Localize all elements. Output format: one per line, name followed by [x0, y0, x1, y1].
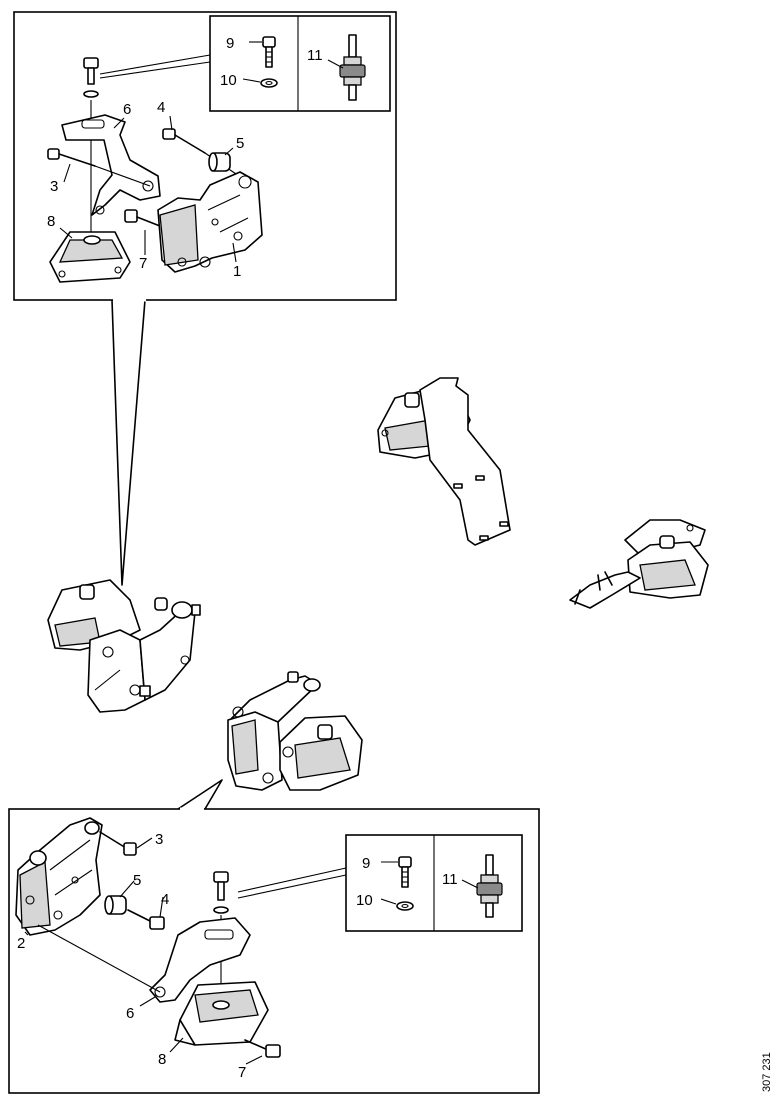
top-callout: 9 10 11	[13, 11, 397, 586]
label-8: 8	[158, 1051, 166, 1068]
washer-10-icon	[260, 78, 278, 88]
label-2: 2	[17, 935, 25, 952]
bolt-9-icon	[262, 36, 276, 68]
label-4: 4	[157, 99, 165, 116]
label-6: 6	[126, 1005, 134, 1022]
label-9: 9	[362, 855, 370, 872]
label-4: 4	[161, 891, 169, 908]
label-3: 3	[155, 831, 163, 848]
label-1: 1	[233, 263, 241, 280]
bottom-callout: 9 10 11	[8, 779, 540, 1094]
label-8: 8	[47, 213, 55, 230]
top-exploded-assembly: 6 3 4 5 8 7 1	[47, 57, 263, 283]
label-10: 10	[356, 892, 373, 909]
label-11: 11	[307, 47, 323, 64]
top-fastener-inset: 9 10 11	[99, 15, 391, 112]
label-5: 5	[133, 872, 141, 889]
washer-10-icon	[396, 901, 414, 911]
label-5: 5	[236, 135, 244, 152]
bracket-assembly-view-2	[569, 519, 709, 609]
bolt-9-icon	[398, 856, 412, 888]
label-7: 7	[139, 255, 147, 272]
stud-assembly-11-icon	[339, 34, 366, 101]
bottom-exploded-assembly: 3 5 4 2 6 8 7	[15, 817, 281, 1081]
label-10: 10	[220, 72, 237, 89]
assembled-mount-right	[227, 671, 363, 791]
stud-assembly-11-icon	[476, 854, 503, 918]
reference-code: 307 231	[761, 1052, 773, 1092]
label-9: 9	[226, 35, 234, 52]
label-6: 6	[123, 101, 131, 118]
assembled-mount-left	[47, 579, 201, 713]
label-3: 3	[50, 178, 58, 195]
bottom-fastener-inset: 9 10 11	[237, 834, 523, 932]
label-7: 7	[238, 1064, 246, 1081]
bracket-assembly-view-1	[377, 377, 511, 546]
label-11: 11	[442, 871, 458, 888]
